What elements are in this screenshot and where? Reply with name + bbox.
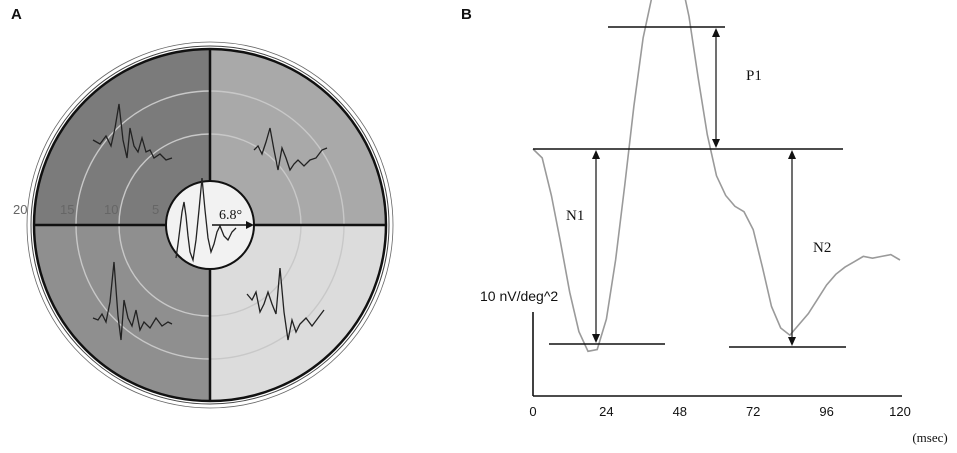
quadrant-superior-nasal xyxy=(210,49,386,225)
scale-bar-label: 10 nV/deg^2 xyxy=(480,288,558,304)
p1-label: P1 xyxy=(746,68,762,84)
x-axis-unit: (msec) xyxy=(912,430,947,445)
waveform-inferior-nasal xyxy=(246,267,325,341)
p1-amplitude-arrow xyxy=(712,28,720,148)
series-line-waveform xyxy=(532,0,901,353)
waveform-superior-temporal xyxy=(92,103,173,161)
quadrant-inferior-temporal xyxy=(34,225,210,401)
x-tick-label: 0 xyxy=(529,404,536,419)
x-tick-label: 72 xyxy=(746,404,760,419)
panel-label-b: B xyxy=(461,6,472,23)
panel-b-plot: 10 nV/deg^2 (msec) 0 24 48 72 96 120 P1 xyxy=(480,0,948,445)
waveform-central xyxy=(175,177,237,263)
n1-label: N1 xyxy=(566,208,584,224)
x-tick-labels: 0 24 48 72 96 120 xyxy=(529,404,910,419)
x-tick-label: 24 xyxy=(599,404,613,419)
n2-label: N2 xyxy=(813,240,831,256)
center-angle-label: 6.8° xyxy=(219,208,242,223)
x-tick-label: 96 xyxy=(819,404,833,419)
radius-arrowhead xyxy=(246,221,254,229)
x-tick-label: 48 xyxy=(673,404,687,419)
quadrant-inferior-nasal xyxy=(210,225,386,401)
ring-label-10: 10 xyxy=(104,202,118,217)
waveform-superior-nasal xyxy=(253,127,328,172)
panel-a-diagram: 6.8° 20 15 10 5 xyxy=(13,41,394,409)
ring-label-20: 20 xyxy=(13,202,27,217)
n1-amplitude-arrow xyxy=(592,150,600,343)
waveform-inferior-temporal xyxy=(92,261,173,341)
outer-ring xyxy=(30,45,390,405)
outer-ring-2 xyxy=(26,41,394,409)
ring-label-5: 5 xyxy=(152,202,159,217)
quadrant-superior-temporal xyxy=(34,49,210,225)
x-tick-label: 120 xyxy=(889,404,911,419)
n2-amplitude-arrow xyxy=(788,150,796,346)
ring-label-15: 15 xyxy=(60,202,74,217)
panel-label-a: A xyxy=(11,6,22,23)
